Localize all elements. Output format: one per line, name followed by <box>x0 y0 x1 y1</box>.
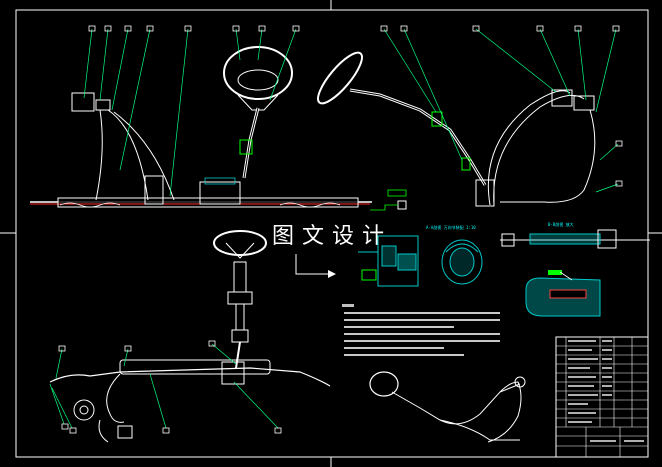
top-intermediate-shaft <box>235 341 241 369</box>
iso-pump <box>514 376 526 388</box>
side-reservoir <box>573 95 595 111</box>
side-column-joint <box>431 111 443 127</box>
steering-wheel-outer <box>223 46 293 100</box>
section-b-detail: B-B剖视 放大 <box>500 221 650 317</box>
section-a-label: A-A剖视 万向节装配 1:10 <box>426 224 476 230</box>
side-column-joint-2 <box>461 157 471 171</box>
top-column-lower <box>235 303 245 331</box>
side-steering-column <box>349 88 487 186</box>
steering-wheel-hub <box>237 69 279 91</box>
section-a-side-arc <box>445 243 479 253</box>
balloon-icon <box>58 340 282 434</box>
balloon-icon <box>380 25 623 187</box>
power-steering-pump <box>71 92 95 112</box>
section-b-end <box>597 229 617 249</box>
title-block-entries <box>568 340 644 442</box>
hose-left-3 <box>113 111 175 201</box>
iso-rack-right <box>439 419 520 441</box>
top-pump-pulley <box>73 399 95 421</box>
side-steering-wheel <box>317 51 363 105</box>
section-b-label: B-B剖视 放大 <box>548 221 574 227</box>
datum-tag <box>387 189 407 197</box>
rack-boot-left <box>59 202 121 208</box>
top-view <box>49 230 331 443</box>
section-a-side-outer <box>441 239 483 285</box>
section-b-leader <box>559 271 573 281</box>
side-return-line <box>500 109 596 203</box>
gear-housing-cap <box>204 177 236 185</box>
section-a-bearing <box>381 245 397 267</box>
top-steering-wheel <box>213 230 267 256</box>
section-a-housing <box>377 235 419 287</box>
section-b-left-end <box>501 233 515 247</box>
notes-heading <box>342 304 354 307</box>
isometric-sketch <box>369 371 526 443</box>
side-view-leaders <box>383 28 619 193</box>
top-gear-box <box>221 361 245 385</box>
title-block <box>555 336 649 458</box>
top-view-leaders <box>49 343 279 429</box>
top-rack-assembly <box>49 367 331 387</box>
section-b-tag <box>548 270 562 275</box>
top-column-upper <box>233 261 247 293</box>
top-column-joint <box>231 329 249 343</box>
arrow-right-icon <box>295 254 336 278</box>
notes-text-lines <box>344 312 500 356</box>
hose-left-2 <box>107 109 149 201</box>
section-b-rack-body <box>529 233 601 245</box>
watermark-text: 图文设计 <box>272 224 393 249</box>
rack-clamp <box>144 175 164 205</box>
top-column-bracket <box>227 291 253 305</box>
column-joint <box>239 139 253 155</box>
steering-gear-housing <box>199 181 241 205</box>
iso-steering-wheel <box>369 371 399 397</box>
side-pump <box>551 89 573 107</box>
top-pressure-hose <box>106 373 125 423</box>
title-block-frame <box>555 336 649 458</box>
side-view <box>317 25 623 207</box>
section-a-gear <box>397 253 417 271</box>
iso-column-rack <box>391 383 521 425</box>
top-pump-hub <box>79 405 89 415</box>
title-block-grid <box>556 337 648 457</box>
hose-left-1 <box>95 109 103 201</box>
balloon-icon <box>88 25 300 32</box>
side-hose-1 <box>487 90 571 206</box>
section-a-tag <box>361 269 377 281</box>
top-wheel-spokes <box>225 242 255 259</box>
datum-box <box>397 200 407 210</box>
section-a-detail: A-A剖视 万向节装配 1:10 <box>358 224 483 287</box>
side-column-inner <box>349 89 486 186</box>
top-rack-housing <box>119 359 271 375</box>
top-reservoir <box>117 425 133 439</box>
top-return-hose <box>98 419 109 443</box>
technical-notes <box>342 304 500 356</box>
steering-rack <box>57 197 359 208</box>
pump-reservoir <box>95 99 111 111</box>
section-b-seal <box>549 289 587 299</box>
front-view-leaders <box>83 28 297 197</box>
iso-hose <box>487 381 522 443</box>
side-hose-2 <box>493 94 585 206</box>
section-a-side-inner <box>449 247 475 277</box>
front-view <box>30 25 407 211</box>
rack-boot-right <box>279 202 341 208</box>
datum-leader <box>370 204 398 211</box>
